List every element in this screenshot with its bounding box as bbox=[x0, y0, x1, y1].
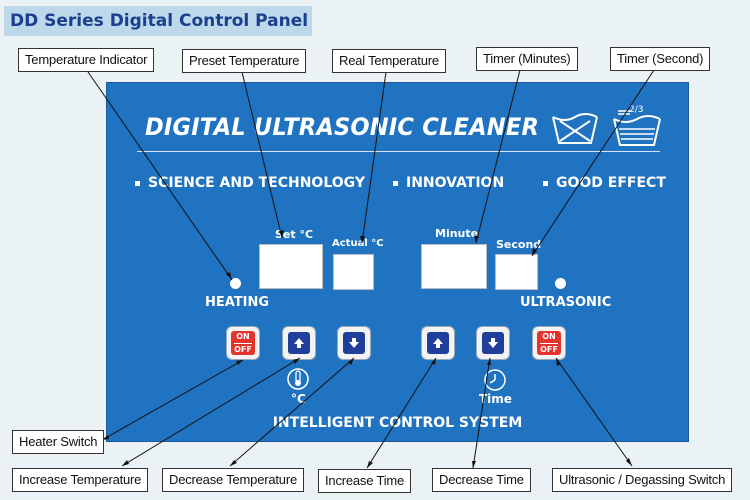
minute-label: Minute bbox=[435, 227, 479, 240]
actual-temp-display bbox=[333, 254, 374, 290]
ultrasonic-label: ULTRASONIC bbox=[520, 295, 612, 310]
actual-temp-label: Actual °C bbox=[332, 238, 384, 249]
decrease-temperature-button[interactable] bbox=[337, 326, 371, 360]
slogan-innovation: INNOVATION bbox=[393, 175, 504, 191]
callout-increase-time: Increase Time bbox=[318, 469, 412, 493]
callout-temperature-indicator: Temperature Indicator bbox=[18, 48, 155, 72]
up-arrow-icon bbox=[294, 338, 304, 348]
callout-real-temperature: Real Temperature bbox=[332, 49, 446, 73]
callout-heater-switch: Heater Switch bbox=[12, 430, 105, 454]
page-title: DD Series Digital Control Panel bbox=[4, 6, 312, 36]
temp-unit-label: °C bbox=[291, 392, 306, 406]
up-arrow-icon bbox=[433, 338, 443, 348]
ultrasonic-indicator-led bbox=[555, 278, 566, 289]
down-arrow-icon bbox=[488, 338, 498, 348]
second-label: Second bbox=[496, 238, 542, 251]
panel-divider bbox=[137, 151, 660, 152]
heating-label: HEATING bbox=[205, 295, 270, 310]
callout-preset-temperature: Preset Temperature bbox=[182, 49, 307, 73]
heating-indicator-led bbox=[230, 278, 241, 289]
panel-footer: INTELLIGENT CONTROL SYSTEM bbox=[272, 415, 523, 431]
set-temp-display bbox=[259, 244, 323, 289]
slogan-science: SCIENCE AND TECHNOLOGY bbox=[135, 175, 365, 191]
decrease-time-button[interactable] bbox=[476, 326, 510, 360]
panel-title: DIGITAL ULTRASONIC CLEANER bbox=[145, 113, 540, 141]
thermometer-icon bbox=[287, 368, 309, 390]
time-label: Time bbox=[479, 392, 512, 406]
down-arrow-icon bbox=[349, 338, 359, 348]
increase-temperature-button[interactable] bbox=[282, 326, 316, 360]
callout-decrease-time: Decrease Time bbox=[432, 468, 531, 492]
increase-time-button[interactable] bbox=[421, 326, 455, 360]
callout-timer-second: Timer (Second) bbox=[610, 47, 711, 71]
fill-level-mark: 2/3 bbox=[629, 105, 644, 115]
callout-decrease-temperature: Decrease Temperature bbox=[162, 468, 304, 492]
control-panel: DIGITAL ULTRASONIC CLEANER 2/3 SCIENCE A… bbox=[106, 82, 689, 442]
callout-ultrasonic-switch: Ultrasonic / Degassing Switch bbox=[552, 468, 733, 492]
clock-icon bbox=[484, 369, 506, 391]
minute-display bbox=[421, 244, 487, 289]
callout-timer-minutes: Timer (Minutes) bbox=[476, 47, 578, 71]
wash-symbol-icon bbox=[552, 113, 598, 144]
second-display bbox=[495, 254, 538, 290]
callout-increase-temperature: Increase Temperature bbox=[12, 468, 149, 492]
slogan-good-effect: GOOD EFFECT bbox=[543, 175, 666, 191]
set-temp-label: Set °C bbox=[275, 228, 314, 241]
